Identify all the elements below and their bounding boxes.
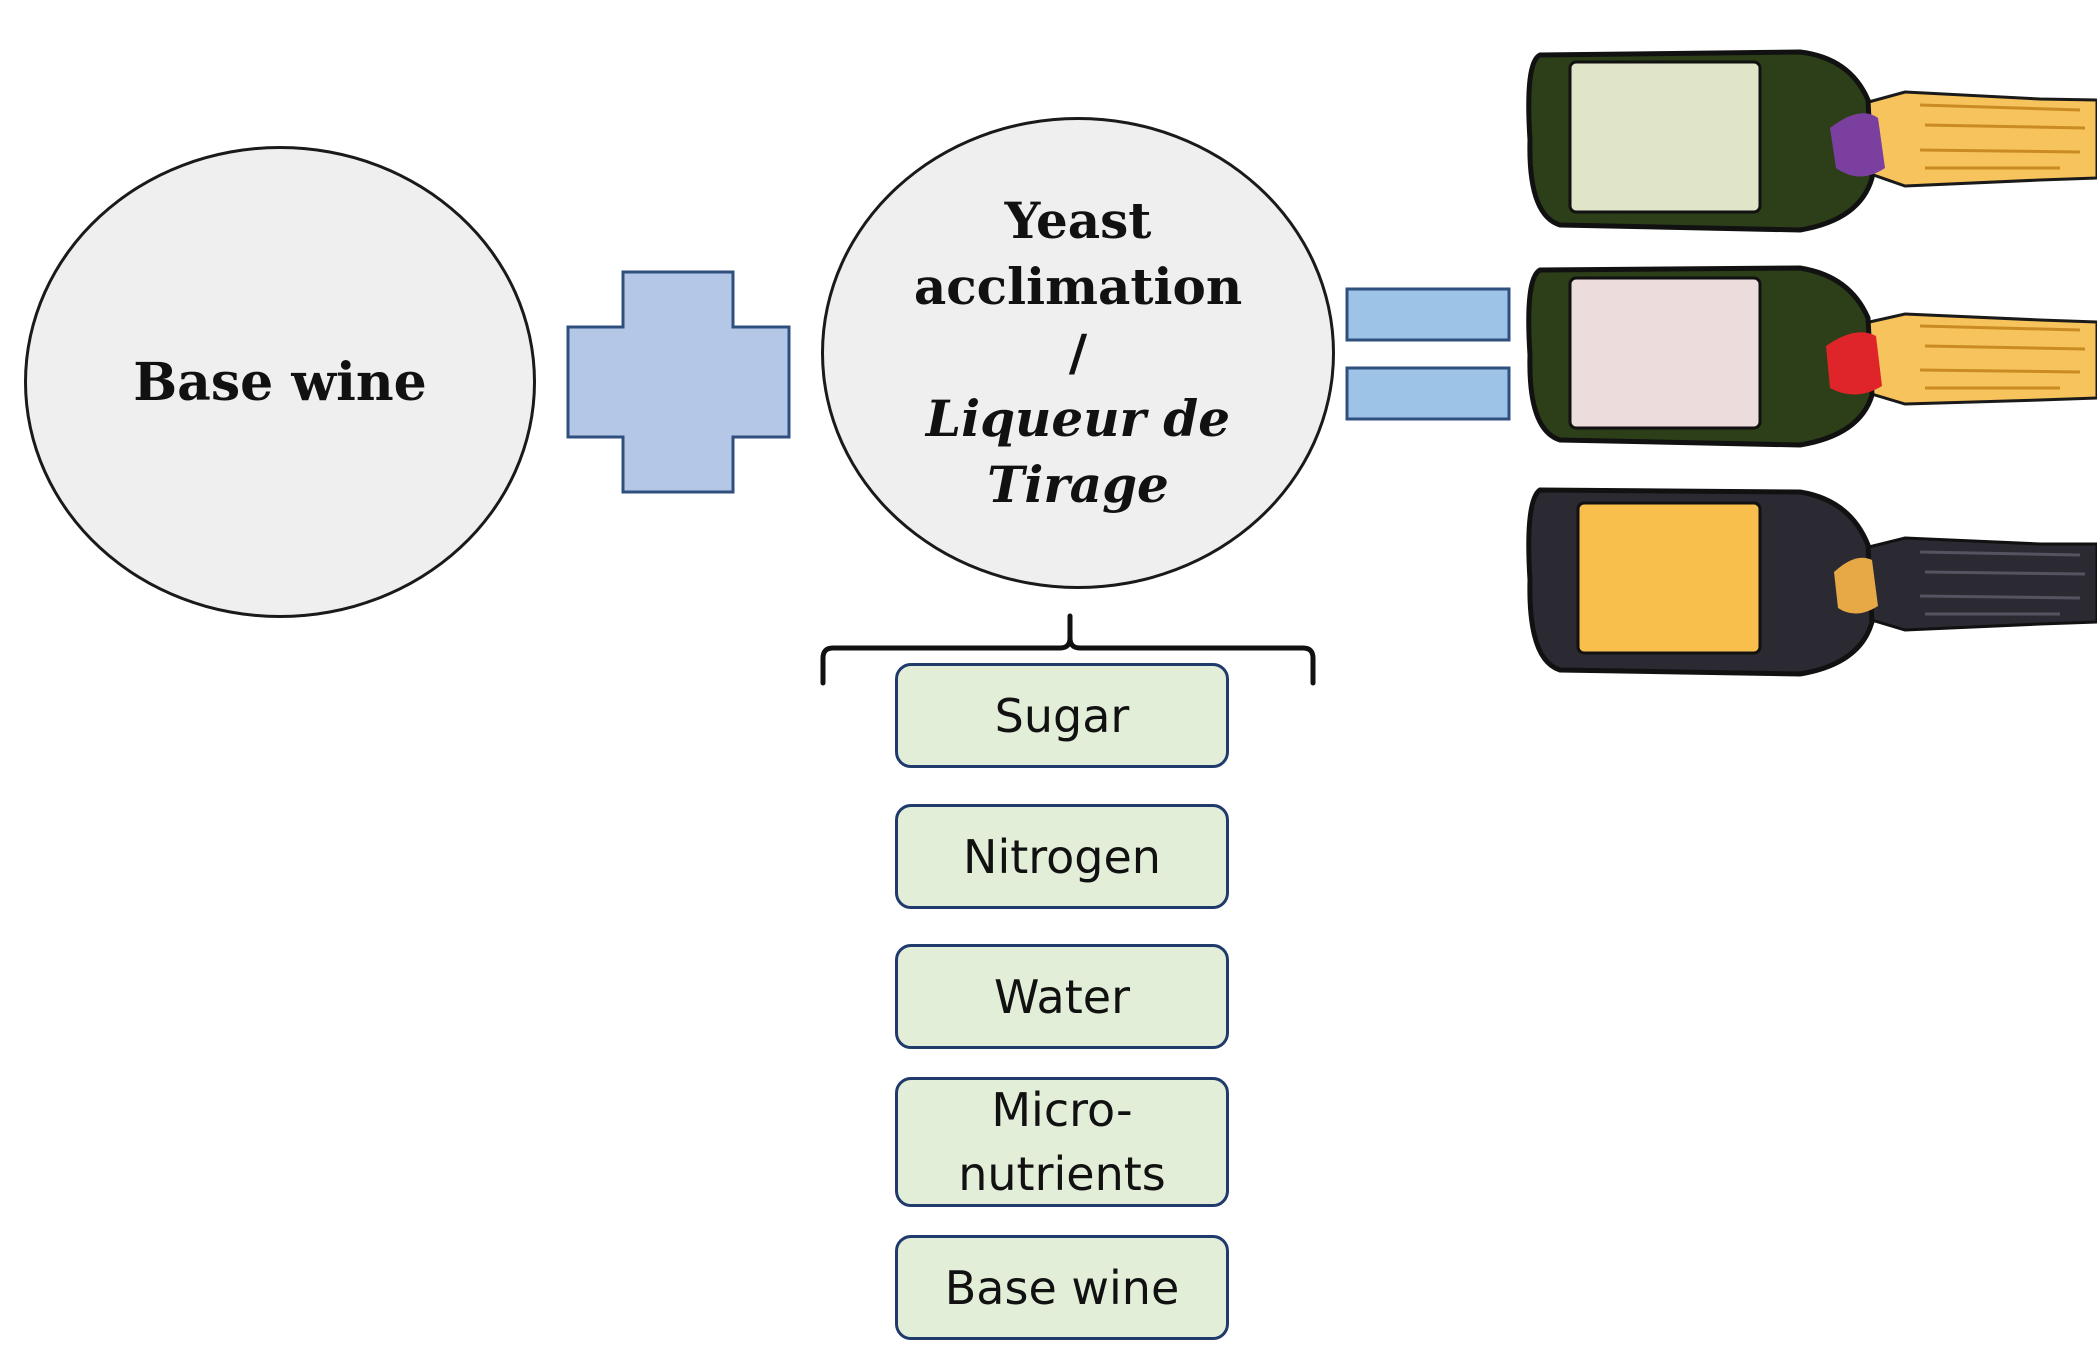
component-nitrogen: Nitrogen [895,804,1229,909]
yeast-line: Yeast [1004,191,1152,250]
component-label: Water [994,969,1130,1024]
bottle-3-icon [1526,487,2097,677]
base-wine-label: Base wine [133,351,427,413]
component-water: Water [895,944,1229,1049]
bottle-1-icon [1526,49,2097,233]
equals-bottom-bar [1345,366,1511,421]
component-label: Nitrogen [963,829,1161,884]
component-label: Micro- nutrients [958,1083,1166,1201]
component-label: Base wine [944,1260,1180,1315]
component-base-wine: Base wine [895,1235,1229,1340]
component-label: Sugar [994,688,1130,743]
acclimation-line: acclimation [913,257,1243,316]
tirage-line: Tirage [987,455,1169,514]
plus-icon [566,270,791,494]
component-sugar: Sugar [895,663,1229,768]
slash-line: / [1068,323,1088,382]
base-wine-circle: Base wine [24,146,536,618]
liqueur-de-line: Liqueur de [925,389,1231,448]
component-micronutrients: Micro- nutrients [895,1077,1229,1207]
bottle-2-icon [1526,265,2097,448]
yeast-acclimation-circle: Yeast acclimation / Liqueur de Tirage [821,117,1335,589]
equals-top-bar [1345,287,1511,342]
curly-brace [820,613,1316,686]
